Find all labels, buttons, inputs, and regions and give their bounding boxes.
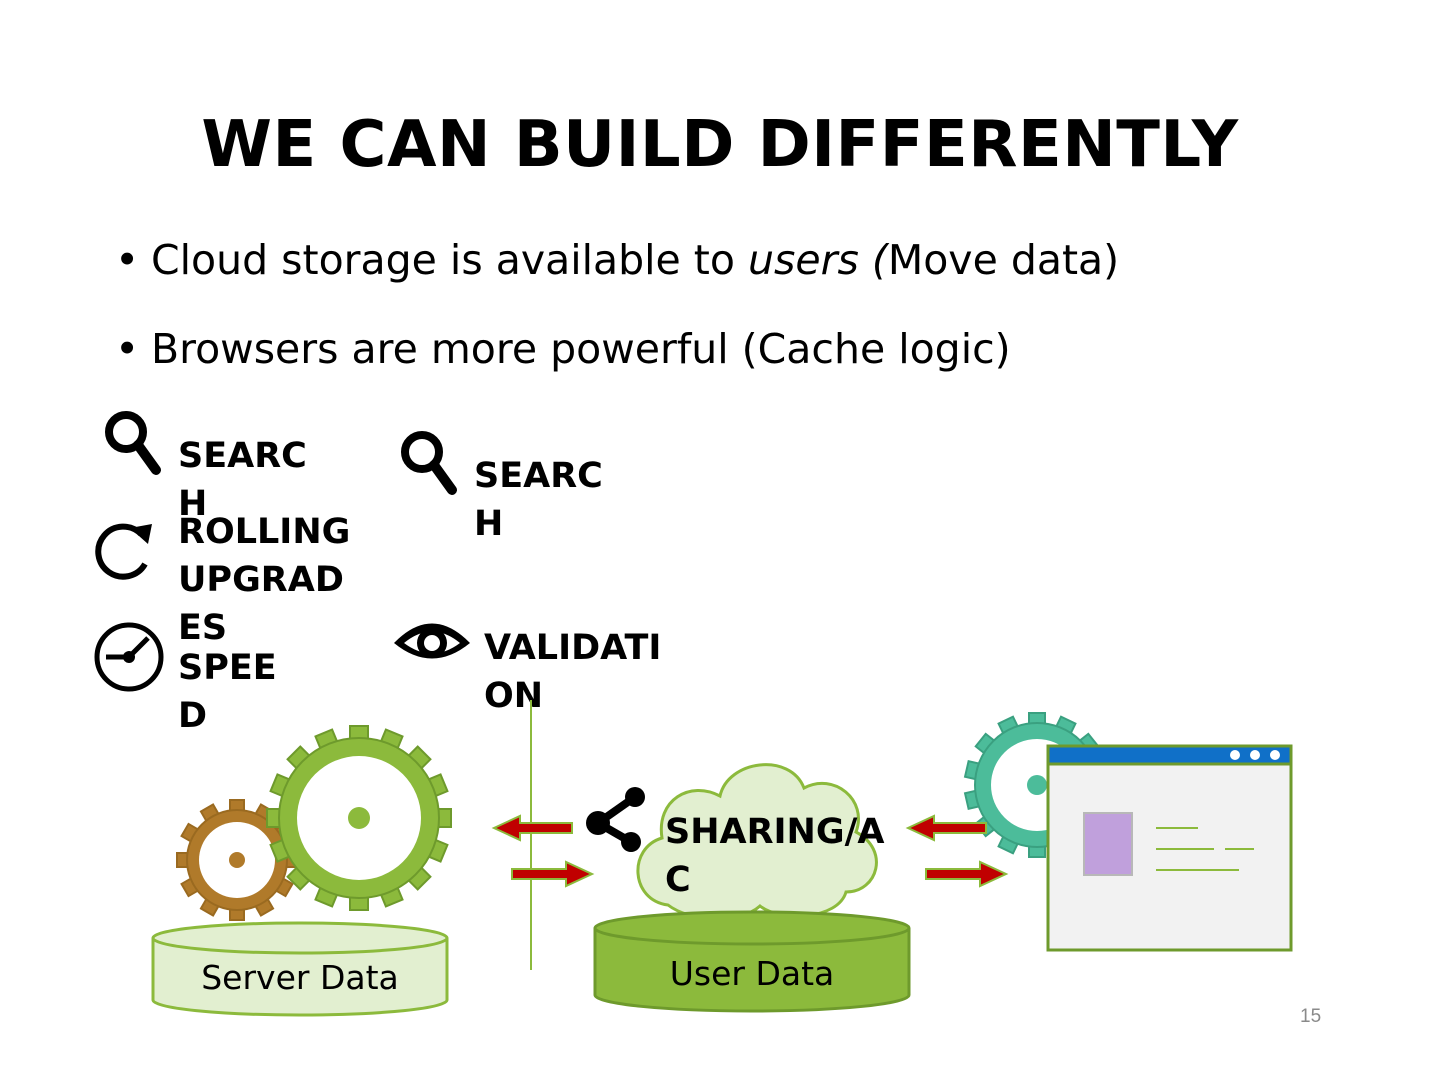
database-icon (593, 910, 911, 1013)
arrow-icon (905, 814, 987, 842)
bullet-cloud-storage: •Cloud storage is available to users (Mo… (115, 236, 1120, 284)
gear-icon (266, 725, 452, 911)
gauge-icon (94, 622, 164, 692)
feature-label-validation: VALIDATION (484, 628, 662, 716)
feature-label-search-left: SEARCH (178, 436, 307, 524)
page-number: 15 (1300, 1006, 1322, 1027)
eye-icon (394, 623, 470, 659)
share-icon (586, 787, 645, 852)
feature-label-search-right: SEARCH (474, 456, 603, 544)
arrow-icon (511, 860, 595, 888)
browser-window-icon (1046, 744, 1293, 952)
bullet-browsers: •Browsers are more powerful (Cache logic… (115, 325, 1011, 373)
user-data-label: User Data (669, 954, 835, 993)
feature-label-rolling-upgrades: ROLLING UPGRADES (178, 512, 351, 648)
search-icon (105, 411, 161, 475)
arrow-icon (925, 860, 1009, 888)
feature-label-speed: SPEED (178, 648, 277, 736)
arrow-icon (491, 814, 573, 842)
slide-title: WE CAN BUILD DIFFERENTLY (201, 108, 1239, 182)
database-icon (151, 921, 449, 1017)
server-data-label: Server Data (201, 958, 399, 997)
refresh-icon (95, 523, 152, 580)
search-icon (401, 431, 457, 495)
gear-icon (176, 799, 298, 921)
feature-label-sharing: SHARING/AC (665, 812, 885, 900)
